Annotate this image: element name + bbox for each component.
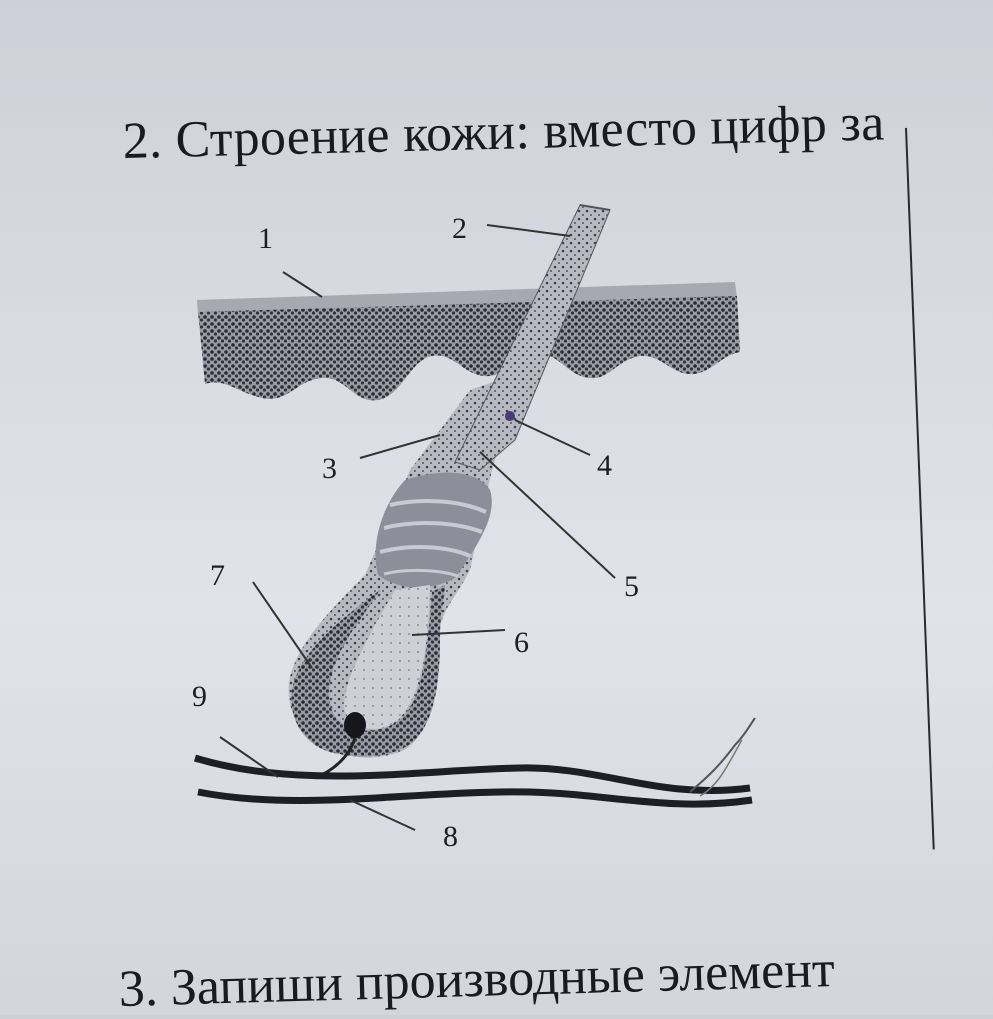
label-7: 7 (210, 559, 225, 592)
hair-root-inner (344, 585, 430, 729)
hair-papilla (344, 712, 366, 738)
label-2: 2 (452, 212, 467, 245)
epidermis-surface (197, 282, 737, 315)
label-5: 5 (624, 570, 639, 603)
epidermis-layer (198, 296, 740, 401)
label-9: 9 (192, 680, 207, 713)
label-4: 4 (597, 449, 612, 482)
vessel-lower (197, 788, 753, 808)
label-6: 6 (514, 626, 529, 659)
nerve-fiber (689, 717, 756, 793)
hair-bulb-dense (291, 585, 445, 757)
label-1: 1 (258, 222, 273, 255)
sebaceous-gland (375, 472, 492, 588)
vessel-upper (193, 754, 751, 795)
label-8: 8 (443, 820, 458, 853)
hair-muscle-mark (505, 411, 515, 421)
label-3: 3 (322, 452, 337, 485)
